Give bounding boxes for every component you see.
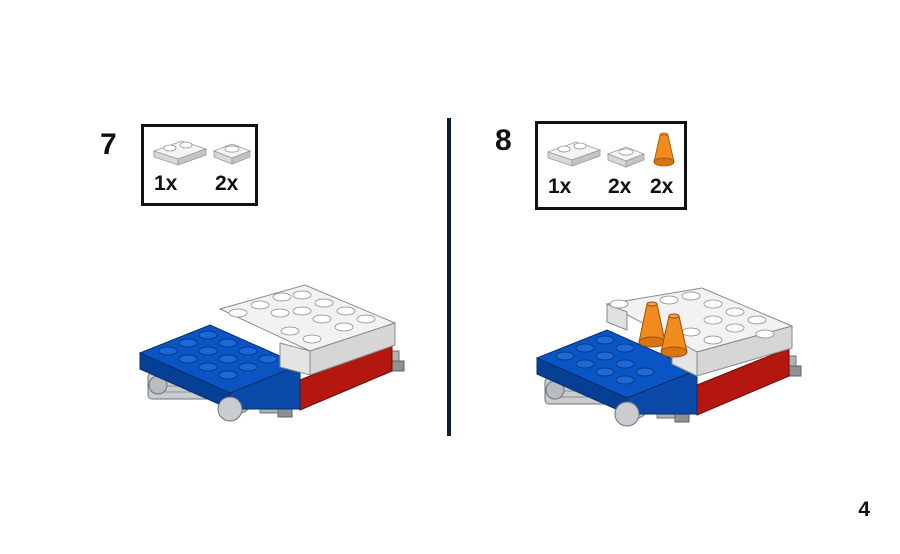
car-model-step-8 bbox=[535, 287, 802, 427]
parts-list-box: 1x 2x 2x bbox=[535, 121, 687, 210]
part-quantity: 2x bbox=[215, 172, 239, 195]
orange-cone-icon bbox=[653, 132, 675, 167]
part-quantity: 1x bbox=[548, 175, 572, 198]
white-plate-1x1-icon bbox=[606, 146, 646, 168]
part-quantity: 2x bbox=[650, 175, 674, 198]
page-number: 4 bbox=[858, 498, 870, 521]
car-model-step-7 bbox=[138, 284, 405, 422]
step-number: 8 bbox=[495, 124, 512, 157]
parts-list-box: 1x 2x bbox=[141, 124, 258, 206]
orange-cone-icon bbox=[638, 301, 666, 348]
step-divider bbox=[447, 118, 451, 436]
part-quantity: 1x bbox=[154, 172, 178, 195]
step-number: 7 bbox=[100, 128, 117, 161]
white-plate-1x1-icon bbox=[212, 143, 252, 165]
orange-cone-icon bbox=[660, 313, 688, 358]
part-quantity: 2x bbox=[608, 175, 632, 198]
white-plate-1x2-icon bbox=[152, 140, 208, 166]
white-plate-1x2-icon bbox=[546, 141, 602, 167]
